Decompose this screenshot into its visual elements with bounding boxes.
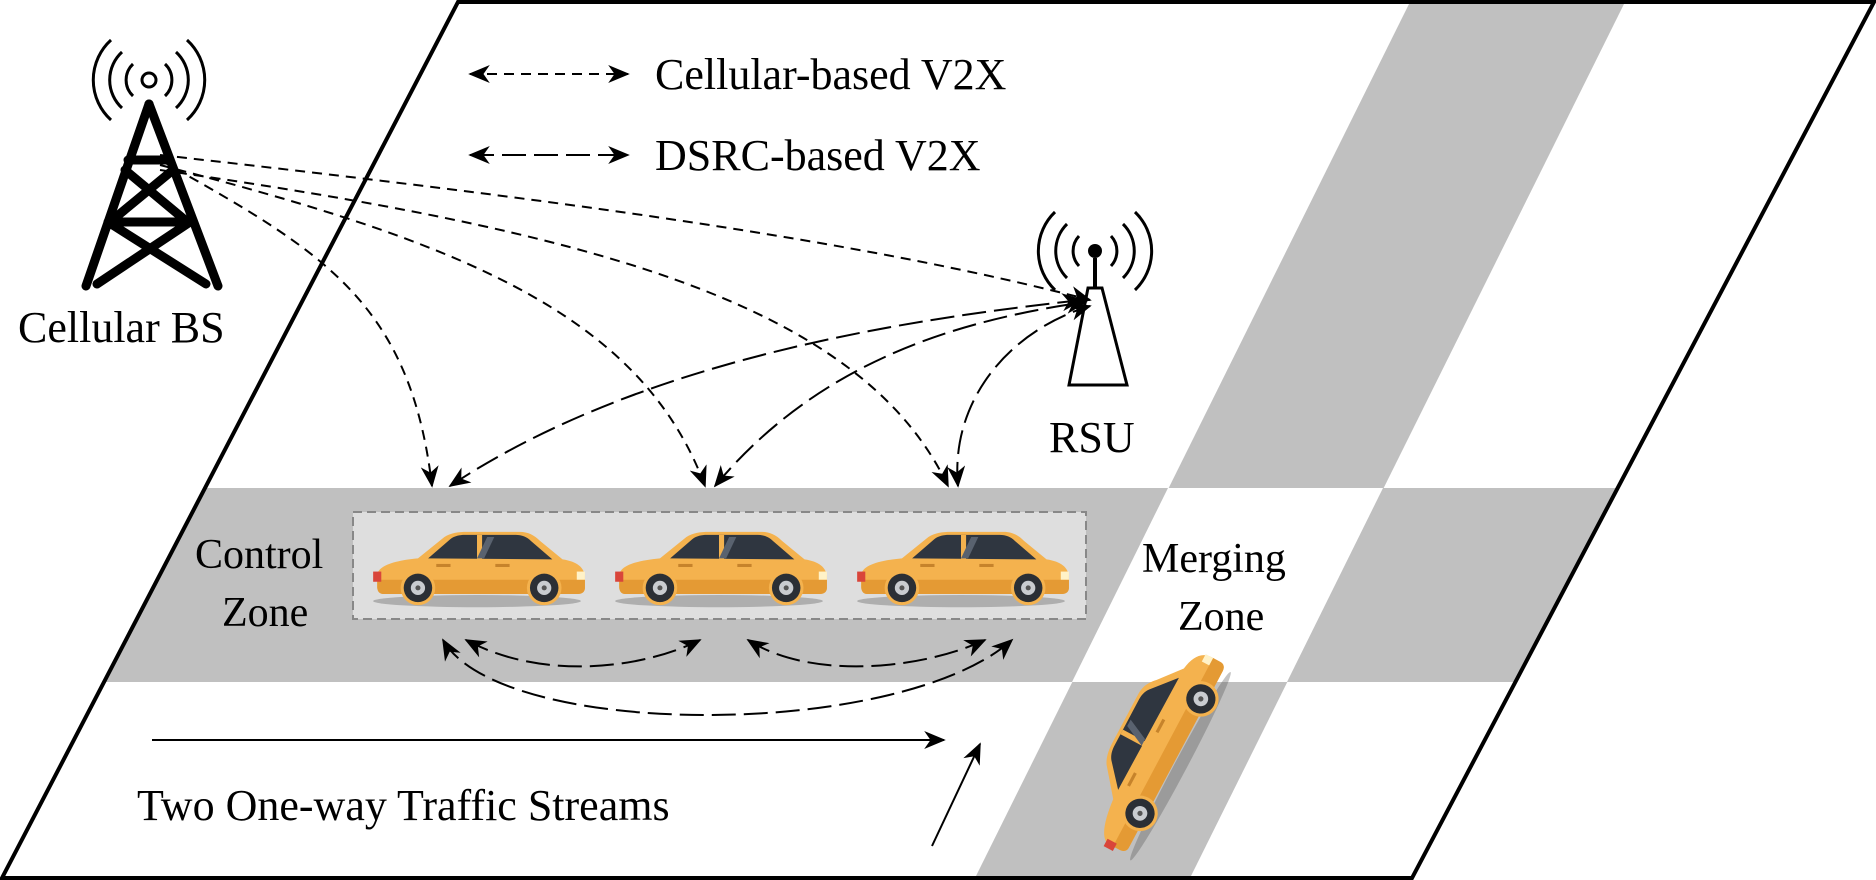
- legend-cellular-label: Cellular-based V2X: [655, 50, 1006, 99]
- traffic-stream-merging-arrow: [931, 742, 981, 847]
- rsu-label: RSU: [1049, 413, 1135, 462]
- dsrc-v2v-links: [442, 638, 1014, 716]
- control-zone-label-line2: Zone: [222, 590, 308, 636]
- dsrc-rsu-links: [448, 293, 1092, 488]
- traffic-streams-label: Two One-way Traffic Streams: [137, 781, 670, 830]
- merging-zone-label-line1: Merging: [1142, 536, 1286, 582]
- cellular-tower-icon: [81, 38, 223, 291]
- merging-zone: [1072, 488, 1383, 682]
- control-zone-label-line1: Control: [195, 532, 323, 578]
- cellular-bs-label: Cellular BS: [18, 303, 225, 352]
- merging-zone-label-line2: Zone: [1178, 594, 1264, 640]
- legend-dsrc-label: DSRC-based V2X: [655, 131, 981, 180]
